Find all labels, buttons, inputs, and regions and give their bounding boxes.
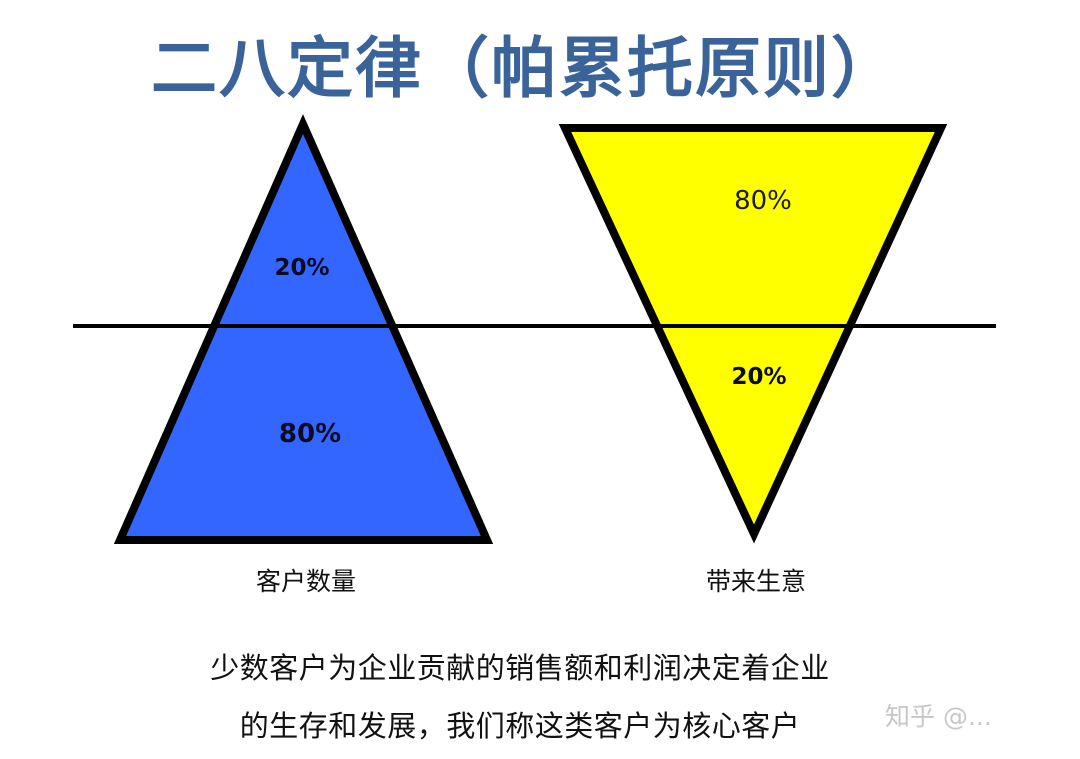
description-line-2: 的生存和发展，我们称这类客户为核心客户 — [239, 709, 801, 743]
customers-caption: 客户数量 — [255, 567, 357, 596]
business-caption: 带来生意 — [705, 567, 807, 596]
watermark: 知乎 @... — [885, 702, 992, 731]
business-top-label: 80% — [734, 186, 792, 216]
business-triangle — [558, 124, 948, 544]
customers-bottom-label: 80% — [278, 419, 342, 449]
customers-triangle — [113, 114, 494, 544]
business-bottom-label: 20% — [731, 364, 787, 390]
description-line-1: 少数客户为企业贡献的销售额和利润决定着企业 — [210, 651, 830, 685]
page-title: 二八定律（帕累托原则） — [151, 30, 899, 107]
customers-top-label: 20% — [274, 255, 330, 281]
